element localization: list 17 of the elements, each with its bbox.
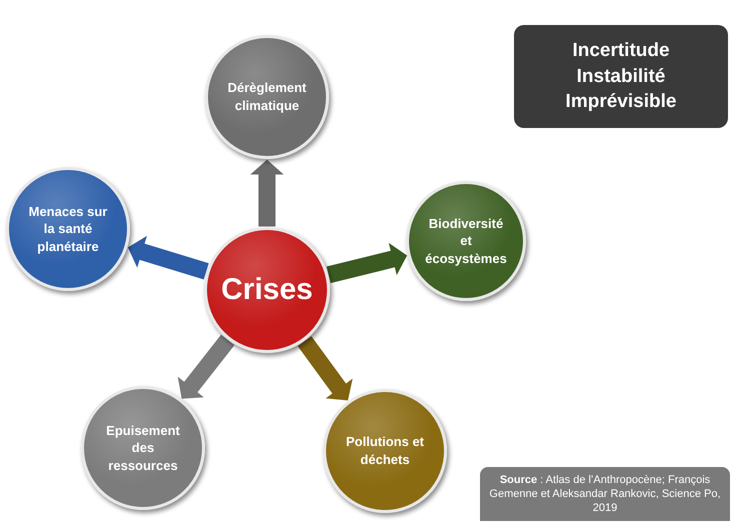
- keyword-text: Incertitude: [572, 39, 670, 64]
- keyword-text: Imprévisible: [566, 90, 676, 114]
- node-label: Pollutions et déchets: [345, 433, 425, 469]
- block-arrow: [248, 158, 286, 228]
- block-arrow: [126, 234, 210, 281]
- block-arrow: [325, 240, 408, 284]
- node-label: Epuisement des ressources: [105, 422, 181, 474]
- source-text: Source : Atlas de l’Anthropocène; François Gemenne et Aleksandar Rankovic, Science Po, 2019: [488, 472, 722, 516]
- node-label: Menaces sur la santé planétaire: [28, 202, 108, 256]
- node-label: Biodiversité et écosystèmes: [424, 214, 508, 268]
- text-panel: [514, 25, 728, 128]
- source-note: [480, 467, 730, 521]
- node-label: Dérèglement climatique: [226, 79, 308, 115]
- block-arrow: [176, 333, 236, 400]
- block-arrow: [296, 334, 354, 402]
- title-text: Crises: [220, 272, 314, 308]
- keyword-text: Instabilité: [576, 64, 666, 89]
